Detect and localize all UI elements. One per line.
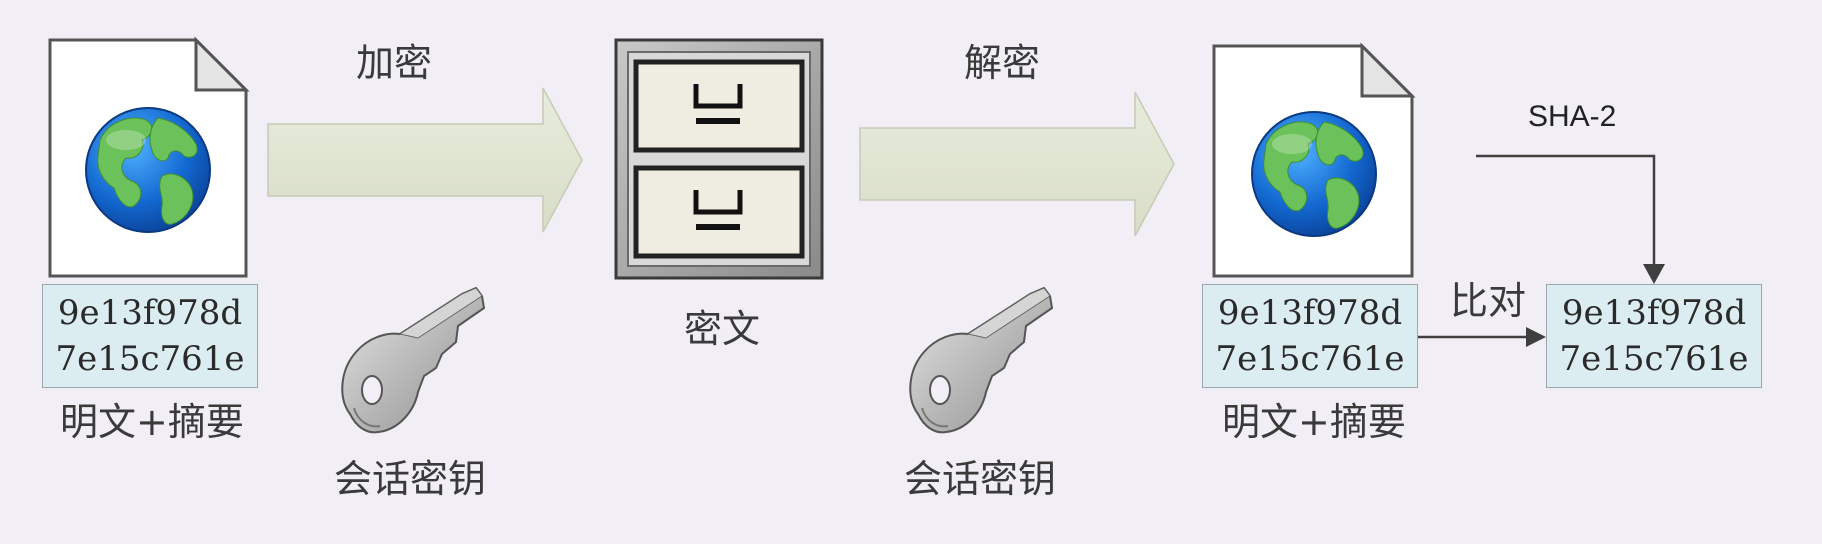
globe-icon — [85, 107, 211, 233]
plaintext-digest-label-right: 明文+摘要 — [1222, 400, 1406, 444]
plaintext-document-left — [48, 36, 250, 278]
digest-line-1: 9e13f978d — [1217, 293, 1403, 333]
file-cabinet-icon — [614, 38, 824, 280]
digest-line-2: 7e15c761e — [55, 339, 245, 379]
encrypt-label: 加密 — [356, 41, 433, 85]
sha2-connector — [1476, 154, 1656, 268]
session-key-label-left: 会话密钥 — [334, 457, 487, 501]
ciphertext-label: 密文 — [684, 307, 761, 351]
digest-box-right: 9e13f978d 7e15c761e — [1546, 284, 1762, 388]
digest-box-middle: 9e13f978d 7e15c761e — [1202, 284, 1418, 388]
plaintext-document-right — [1212, 42, 1416, 278]
digest-line-2: 7e15c761e — [1215, 339, 1405, 379]
key-icon-right — [909, 287, 1053, 434]
key-icon-left — [341, 287, 485, 434]
encrypt-arrow — [267, 87, 583, 233]
digest-line-1: 9e13f978d — [1561, 293, 1747, 333]
globe-icon — [1251, 111, 1377, 237]
decrypt-arrow — [859, 91, 1175, 237]
digest-box-left: 9e13f978d 7e15c761e — [42, 284, 258, 388]
compare-arrowhead — [1526, 327, 1546, 347]
sha2-label: SHA-2 — [1528, 100, 1617, 133]
digest-line-2: 7e15c761e — [1559, 339, 1749, 379]
sha2-arrowhead — [1643, 264, 1665, 284]
compare-label: 比对 — [1450, 279, 1527, 323]
session-key-label-right: 会话密钥 — [904, 457, 1057, 501]
digest-line-1: 9e13f978d — [57, 293, 243, 333]
decrypt-label: 解密 — [964, 41, 1041, 85]
plaintext-digest-label-left: 明文+摘要 — [60, 400, 244, 444]
